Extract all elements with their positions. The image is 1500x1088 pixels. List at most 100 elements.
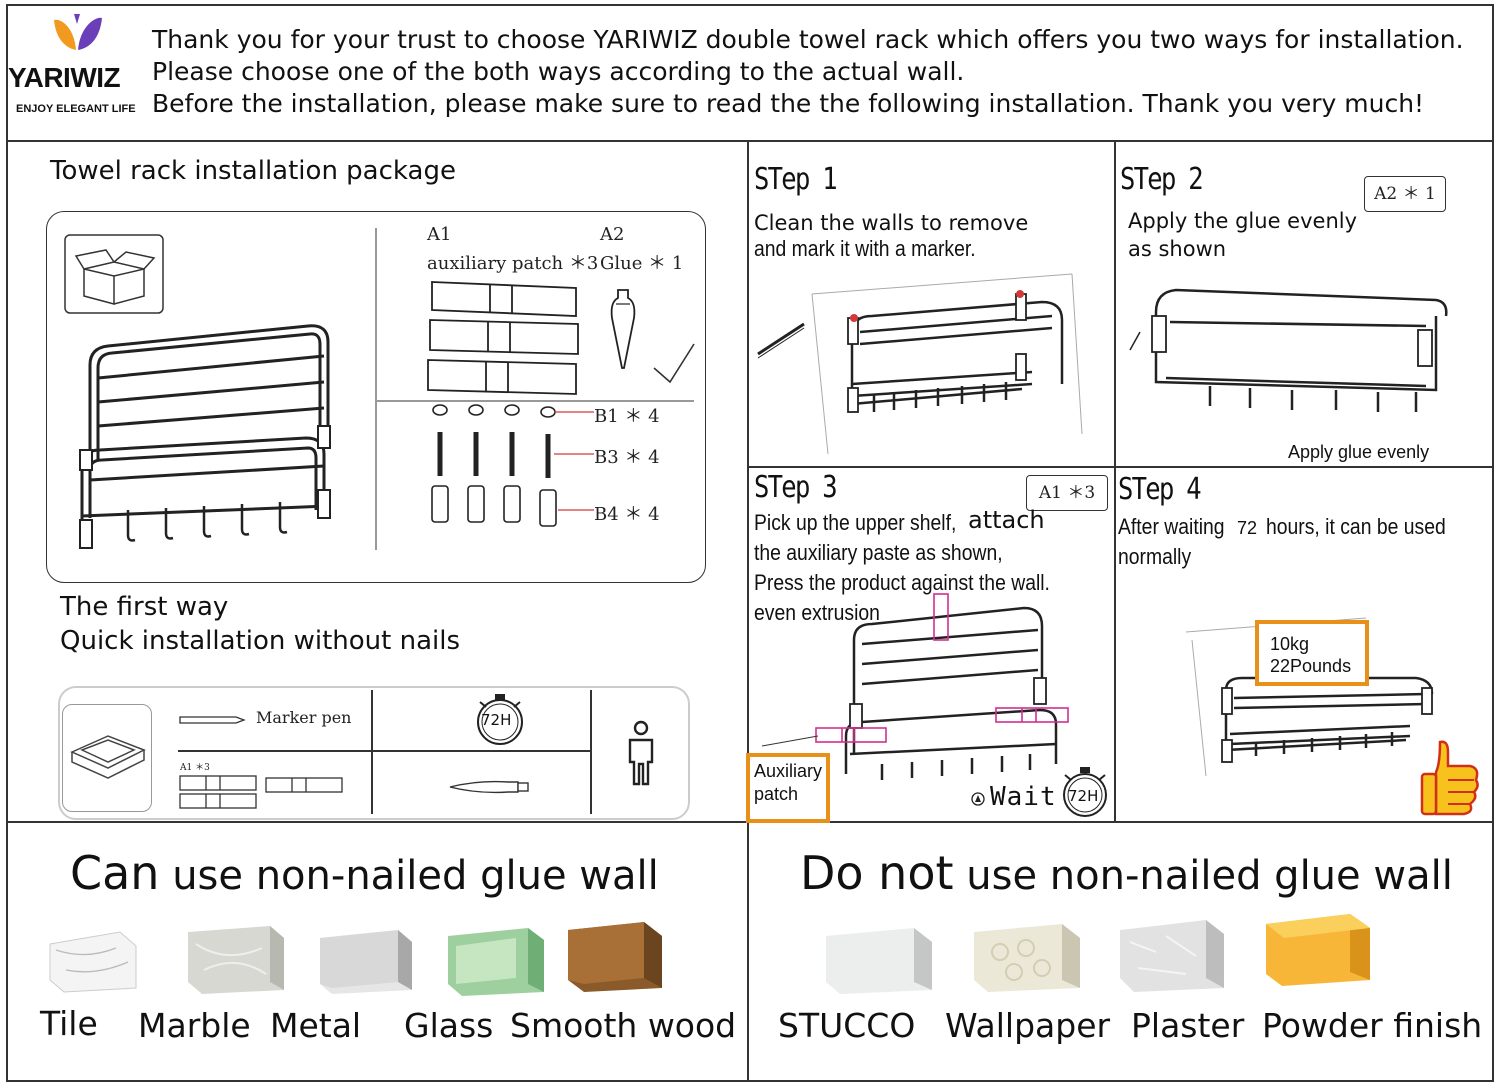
- package-box: [46, 211, 706, 583]
- material-tile: Tile: [40, 1004, 98, 1043]
- auxiliary-patch-icon: [427, 281, 579, 395]
- auxiliary-patch-callout: [746, 753, 830, 823]
- cannot-use-title: Do not use non-nailed glue wall: [800, 846, 1453, 900]
- warning-small-icon: [971, 792, 985, 806]
- marker-pen-label: Marker pen: [256, 708, 352, 727]
- step-4-text-1b: hours, it can be used: [1266, 514, 1446, 539]
- step-1-text-1: Clean the walls to remove: [754, 211, 1029, 235]
- cannot-use-title-first: Do not: [800, 846, 954, 900]
- step-2-drawing: [1129, 288, 1448, 412]
- material-stucco: STUCCO: [778, 1006, 916, 1045]
- step-2-title: STep 2: [1120, 162, 1204, 197]
- smooth-wood-swatch-icon: [568, 922, 662, 992]
- material-smooth-wood: Smooth wood: [510, 1006, 737, 1045]
- a2-code: A2: [600, 224, 625, 245]
- step-3-text-3: Press the product against the wall.: [754, 570, 1050, 595]
- step-3-timer-label: 72H: [1068, 787, 1099, 805]
- material-metal: Metal: [270, 1006, 362, 1045]
- auxiliary-patch-label-2: patch: [754, 784, 799, 804]
- first-way-hdiv: [178, 750, 590, 752]
- step-3-wait-label: Wait: [990, 782, 1057, 812]
- divider-header: [6, 140, 1494, 142]
- step-3-timer-icon: [1063, 767, 1107, 817]
- material-marble: Marble: [138, 1006, 251, 1045]
- a2-label: Glue ＊ 1: [600, 253, 684, 274]
- package-title: Towel rack installation package: [50, 156, 456, 186]
- step-2-tag: A2 ＊ 1: [1364, 176, 1446, 212]
- marble-swatch-icon: [188, 926, 284, 994]
- first-way-div-2: [590, 690, 592, 814]
- plaster-swatch-icon: [1120, 920, 1224, 992]
- package-inner-hdivider: [376, 400, 694, 402]
- brand-tagline: ENJOY ELEGANT LIFE: [16, 103, 136, 115]
- material-glass: Glass: [404, 1006, 494, 1045]
- hardware-parts-icon: [431, 404, 594, 527]
- first-way-panel: [58, 686, 690, 820]
- load-capacity-pounds: 22Pounds: [1270, 656, 1352, 676]
- glue-applicator-icon: [449, 780, 529, 794]
- step-3-text-4: even extrusion: [754, 600, 880, 625]
- a1-label: auxiliary patch ＊3: [427, 253, 599, 274]
- b4-label: B4 ＊ 4: [594, 504, 660, 525]
- step-3-tag: A1 ＊3: [1026, 475, 1108, 511]
- rack-thumbnail-icon: [70, 735, 146, 779]
- thumbs-up-icon: [1420, 740, 1479, 816]
- step-1-drawing: [757, 273, 1083, 455]
- step-2-text-1: Apply the glue evenly: [1128, 209, 1358, 233]
- divider-main-vertical: [747, 140, 749, 1082]
- load-capacity-kg: 10kg: [1270, 634, 1310, 654]
- step-2-note: Apply glue evenly: [1288, 442, 1430, 462]
- stucco-swatch-icon: [826, 928, 932, 994]
- brand-name: YARIWIZ: [8, 62, 121, 93]
- material-powder-finish: Powder finish: [1262, 1006, 1483, 1045]
- first-way-div-1: [371, 690, 373, 814]
- auxiliary-patch-label-1: Auxiliary: [754, 761, 823, 781]
- person-icon: [628, 720, 654, 786]
- a1-code: A1: [427, 224, 452, 245]
- step-3-text-1: Pick up the upper shelf,: [754, 510, 957, 535]
- material-plaster: Plaster: [1131, 1006, 1245, 1045]
- load-capacity-callout: [1255, 620, 1369, 686]
- tile-swatch-icon: [49, 931, 137, 993]
- step-2-text-2: as shown: [1128, 237, 1227, 261]
- step-3-drawing: [761, 593, 1069, 780]
- divider-steps-vertical: [1114, 140, 1116, 822]
- can-use-title: Can use non-nailed glue wall: [70, 846, 659, 900]
- first-way-line-2: Quick installation without nails: [60, 626, 461, 656]
- glass-swatch-icon: [448, 928, 544, 996]
- step-3-text-2: the auxiliary paste as shown,: [754, 540, 1003, 565]
- powder-finish-swatch-icon: [1266, 914, 1370, 986]
- step-4-text-1-num: 72: [1237, 518, 1258, 538]
- first-way-line-1: The first way: [60, 592, 229, 622]
- step-4-text-1: After waiting: [1118, 514, 1225, 539]
- timer-72h-icon: [477, 694, 523, 745]
- header-line-1: Thank you for your trust to choose YARIW…: [152, 25, 1464, 54]
- can-use-title-rest: use non-nailed glue wall: [172, 853, 659, 899]
- timer-label: 72H: [481, 711, 512, 729]
- package-box-icon: [64, 234, 164, 314]
- divider-steps-horizontal: [747, 466, 1494, 468]
- towel-rack-drawing: [79, 324, 331, 549]
- first-way-rack-thumb: [62, 704, 152, 812]
- marker-pen-icon: [179, 716, 246, 724]
- material-wallpaper: Wallpaper: [945, 1006, 1111, 1045]
- step-3-title: STep 3: [754, 470, 838, 505]
- checkmark-icon: [653, 343, 695, 384]
- step-3-text-1b: attach: [968, 506, 1045, 534]
- header-line-3: Before the installation, please make sur…: [152, 89, 1425, 118]
- cannot-use-title-rest: use non-nailed glue wall: [966, 853, 1453, 899]
- package-inner-divider: [375, 228, 377, 550]
- glue-tube-icon: [610, 289, 636, 369]
- b3-label: B3 ＊ 4: [594, 447, 660, 468]
- step-1-title: STep 1: [754, 162, 838, 197]
- step-1-text-2: and mark it with a marker.: [754, 236, 976, 261]
- wallpaper-swatch-icon: [974, 924, 1080, 992]
- first-way-patch-label: A1 ＊3: [180, 763, 210, 773]
- first-way-patch-icon: [179, 775, 343, 809]
- header-line-2: Please choose one of the both ways accor…: [152, 57, 965, 86]
- step-4-text-2: normally: [1118, 544, 1192, 569]
- can-use-title-first: Can: [70, 846, 160, 900]
- step-4-title: STep 4: [1118, 472, 1202, 507]
- metal-swatch-icon: [320, 930, 412, 994]
- brand-logo-icon: [54, 14, 102, 50]
